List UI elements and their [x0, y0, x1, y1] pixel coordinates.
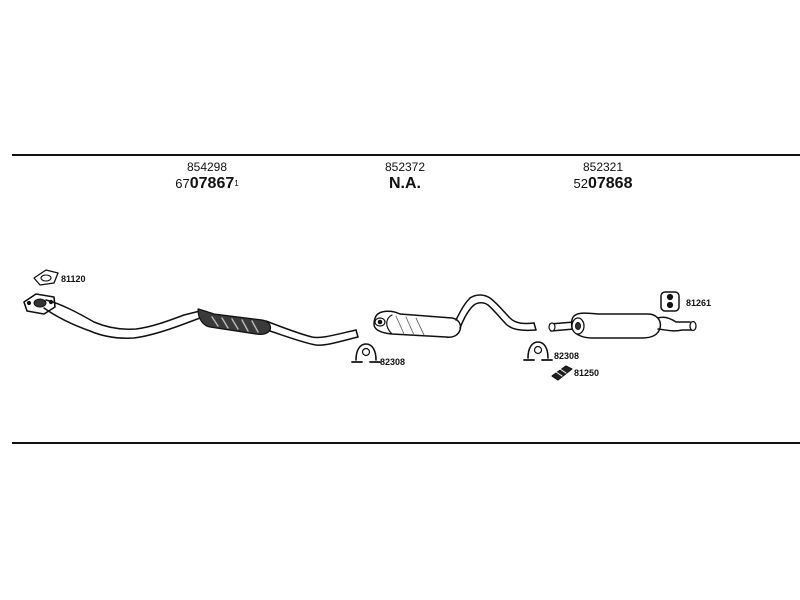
bottom-divider — [12, 442, 800, 444]
order-code-main: 07867 — [189, 175, 235, 192]
rear-silencer-icon — [548, 312, 697, 339]
order-code: 67078671 — [162, 175, 252, 193]
front-pipe-icon — [43, 299, 201, 339]
part-number: 852321 — [582, 160, 624, 174]
clamp-icon — [351, 343, 381, 363]
hanger-icon — [551, 365, 573, 381]
callout-clamp-mid: 82308 — [380, 357, 406, 367]
section-front-pipe: 854298 67078671 — [162, 160, 252, 193]
section-center-silencer: 852372 N.A. — [365, 160, 445, 193]
order-code-main: N.A. — [389, 175, 421, 192]
part-number: 854298 — [186, 160, 228, 174]
order-code: N.A. — [365, 175, 445, 193]
section-rear-silencer: 852321 5207868 — [558, 160, 648, 193]
callout-hanger: 81250 — [574, 368, 600, 378]
callout-clamp-rear: 82308 — [554, 351, 580, 361]
callout-rubber-mount: 81261 — [686, 298, 712, 308]
order-code-main: 07868 — [587, 175, 633, 192]
intermediate-pipe-icon — [265, 320, 359, 346]
part-number: 852372 — [384, 160, 426, 174]
order-code-prefix: 52 — [573, 176, 588, 191]
catalytic-converter-icon — [197, 308, 272, 335]
front-flange-icon — [23, 293, 56, 315]
order-code-suffix: 1 — [234, 179, 239, 188]
order-code: 5207868 — [558, 175, 648, 193]
top-divider — [12, 154, 800, 156]
center-silencer-icon — [373, 294, 537, 338]
rubber-mount-icon — [660, 291, 680, 312]
gasket-icon — [33, 269, 59, 286]
order-code-prefix: 67 — [175, 176, 190, 191]
callout-gasket: 81120 — [61, 274, 86, 284]
clamp-icon — [523, 341, 553, 361]
